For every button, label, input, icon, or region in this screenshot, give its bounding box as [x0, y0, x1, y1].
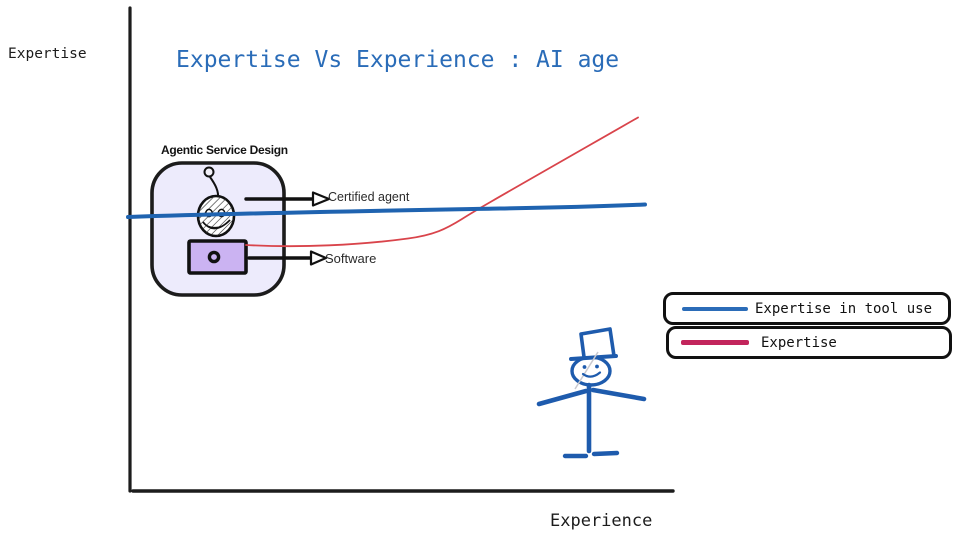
- x-axis-label: Experience: [550, 511, 653, 531]
- figure-eye-left: [582, 365, 587, 369]
- laptop-doodle-icon: [187, 239, 248, 275]
- top-hat-brim: [569, 354, 618, 361]
- robot-antenna-ball: [203, 166, 215, 178]
- legend-item-expertise-in-tool-use: Expertise in tool use: [663, 292, 951, 325]
- arrowhead-icon: [311, 191, 331, 207]
- certified-agent-label: Certified agent: [328, 190, 410, 204]
- certified-agent-arrow: [244, 191, 331, 207]
- legend-item-expertise: Expertise: [666, 326, 952, 359]
- blue-line-swatch: [682, 306, 748, 311]
- figure-smile: [581, 371, 602, 378]
- red-line-swatch: [681, 340, 749, 345]
- arrowhead-icon: [309, 250, 328, 266]
- software-label: Software: [325, 251, 377, 266]
- stick-figure-top-hat-doodle: [536, 327, 647, 459]
- agentic-box-label: Agentic Service Design: [161, 143, 288, 157]
- figure-foot-right: [591, 450, 620, 457]
- pencil-scratch: [574, 351, 599, 390]
- laptop-logo-ring: [207, 250, 221, 264]
- y-axis-label: Expertise: [8, 46, 87, 62]
- figure-arm-right: [590, 387, 647, 402]
- figure-head: [570, 355, 612, 387]
- figure-eye-right: [595, 364, 599, 369]
- expertise-in-tool-use-line: [126, 202, 647, 219]
- expertise-line: [245, 116, 639, 248]
- software-arrow: [247, 250, 328, 266]
- legend-label: Expertise: [761, 334, 837, 351]
- robot-smile: [202, 219, 231, 230]
- top-hat-crown: [579, 327, 616, 358]
- chart-title: Expertise Vs Experience : AI age: [176, 47, 620, 73]
- figure-arm-left: [536, 388, 589, 407]
- legend-label: Expertise in tool use: [755, 300, 933, 317]
